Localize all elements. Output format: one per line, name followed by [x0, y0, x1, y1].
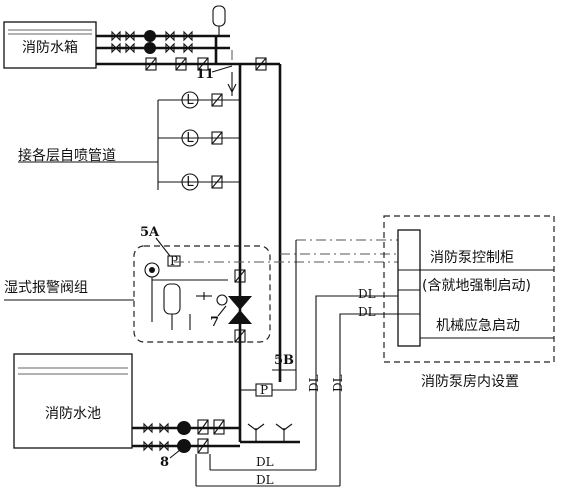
- water-tank-label: 消防水箱: [22, 40, 78, 56]
- dl-label-5: DL: [307, 374, 321, 392]
- water-pool-label: 消防水池: [45, 406, 101, 422]
- svg-text:L: L: [186, 93, 194, 108]
- pressure-switch-icon: P: [240, 383, 273, 397]
- check-valve-icon: [197, 419, 225, 454]
- fire-water-tank: 消防水箱: [3, 21, 97, 69]
- marker-5a: 5A: [140, 225, 160, 240]
- marker-11: 11: [196, 67, 214, 82]
- alarm-bell-icon: [144, 262, 160, 322]
- air-tank-icon: [212, 5, 226, 36]
- dl-label-3: DL: [256, 455, 274, 469]
- signal-lines: [174, 239, 398, 487]
- pump-suction-lines: [132, 419, 300, 454]
- tank-discharge-lines: [96, 5, 230, 71]
- check-valve-icon: [234, 269, 246, 343]
- main-risers: [227, 50, 282, 442]
- svg-text:P: P: [170, 254, 178, 268]
- dl-label-1: DL: [358, 287, 376, 301]
- pump-icon: [144, 30, 156, 54]
- marker-7: 7: [210, 315, 219, 330]
- mechanical-emergency-start-label: 机械应急启动: [436, 317, 520, 334]
- dl-label-2: DL: [358, 305, 376, 319]
- svg-text:P: P: [260, 383, 268, 397]
- marker-8: 8: [160, 455, 169, 470]
- sprinkler-floors-label: 接各层自喷管道: [18, 147, 116, 164]
- alarm-valve-icon: [216, 294, 252, 324]
- pump-icon: [177, 421, 191, 453]
- air-tank-icon: [163, 283, 181, 315]
- pump-room-control-group: 消防泵控制柜 (含就地强制启动) 机械应急启动: [383, 215, 555, 363]
- valve-icon: [143, 422, 169, 452]
- dl-label-4: DL: [256, 473, 274, 487]
- pressure-switch-icon: P: [167, 254, 181, 268]
- marker-5b: 5B: [274, 353, 294, 368]
- valve-icon: [111, 30, 193, 54]
- flow-indicator-icon: L L L: [181, 91, 199, 191]
- control-cabinet-label: 消防泵控制柜: [430, 250, 514, 266]
- local-forced-start-label: (含就地强制启动): [422, 278, 531, 294]
- valve-icon: [211, 93, 223, 189]
- svg-text:L: L: [186, 175, 194, 190]
- check-valve-icon: [145, 57, 209, 71]
- pump-room-settings-label: 消防泵房内设置: [421, 374, 519, 390]
- sprinkler-floor-branches: L L L: [18, 91, 240, 191]
- wet-alarm-valve-group: P: [133, 245, 271, 343]
- alarm-valve-group-label: 湿式报警阀组: [4, 280, 88, 296]
- dl-label-6: DL: [331, 374, 345, 392]
- svg-text:L: L: [186, 131, 194, 146]
- fire-water-pool: 消防水池: [13, 353, 133, 449]
